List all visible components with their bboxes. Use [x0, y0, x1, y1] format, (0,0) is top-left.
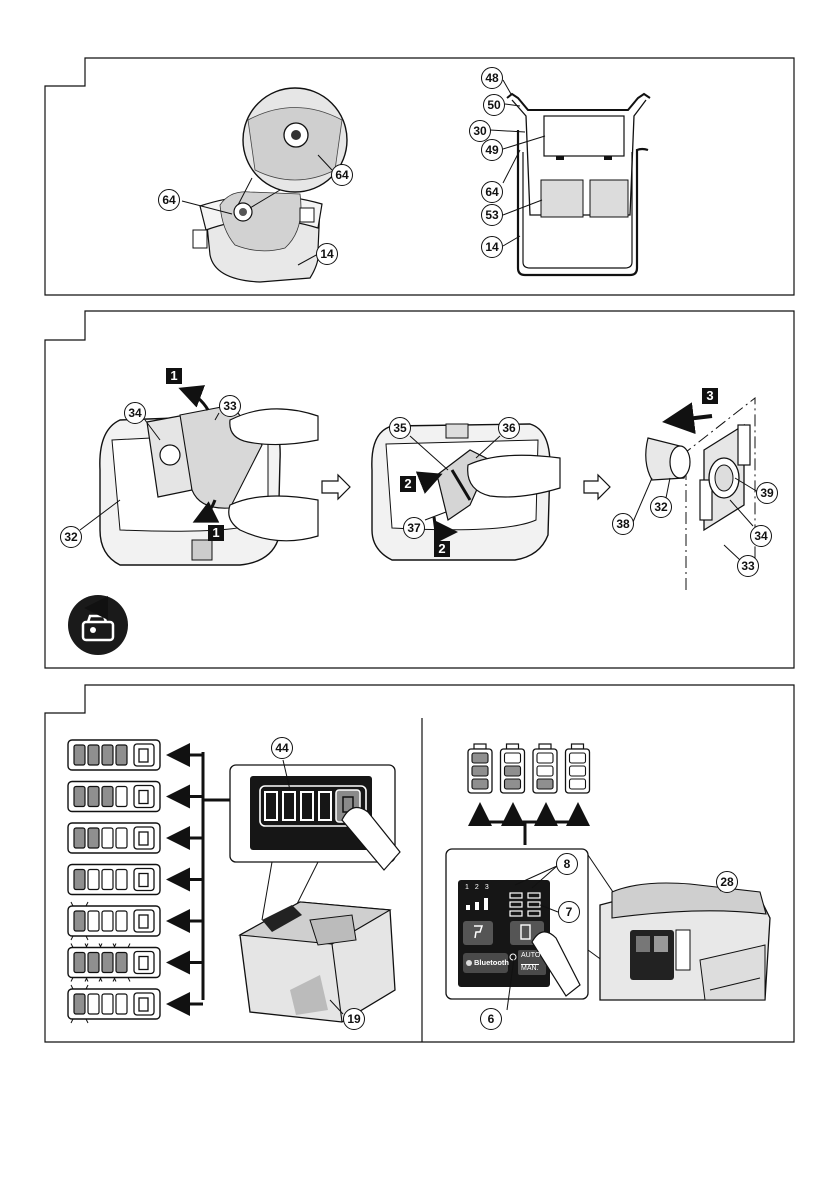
step-1-bottom: 1	[208, 525, 224, 541]
callout-36: 36	[498, 417, 520, 439]
indicator-segment	[88, 911, 99, 931]
cross-section-diagram	[490, 80, 650, 275]
suction-level-battery	[566, 744, 590, 793]
step-2-top: 2	[400, 476, 416, 492]
callout-53: 53	[481, 204, 503, 226]
indicator-segment	[116, 787, 127, 807]
indicator-segment	[102, 911, 113, 931]
vacuum-unit-illustration	[600, 880, 770, 1000]
suction-level-numbers: 123	[465, 884, 495, 891]
callout-49: 49	[481, 139, 503, 161]
indicator-segment	[88, 953, 99, 973]
callout-32-left: 32	[60, 526, 82, 548]
callout-38: 38	[612, 513, 634, 535]
indicator-segment	[116, 870, 127, 890]
indicator-segment	[116, 745, 127, 765]
indicator-segment	[102, 828, 113, 848]
step-3: 3	[702, 388, 718, 404]
indicator-row	[68, 740, 160, 770]
step-1-top: 1	[166, 368, 182, 384]
callout-32-right: 32	[650, 496, 672, 518]
indicator-segment	[116, 994, 127, 1014]
suction-level-battery	[533, 744, 557, 793]
battery-symbol	[134, 869, 154, 891]
level-1-label: 1	[465, 884, 475, 891]
indicator-segment	[116, 828, 127, 848]
man-label: MAN.	[521, 964, 539, 972]
indicator-segment	[74, 870, 85, 890]
indicator-row	[68, 944, 160, 982]
auto-label: AUTO	[521, 952, 540, 959]
callout-7: 7	[558, 901, 580, 923]
callout-39: 39	[756, 482, 778, 504]
callout-34-left: 34	[124, 402, 146, 424]
callout-34-right: 34	[750, 525, 772, 547]
callout-19: 19	[343, 1008, 365, 1030]
battery-symbol	[134, 744, 154, 766]
indicator-arrows	[172, 755, 203, 1004]
level-3-label: 3	[485, 884, 495, 891]
callout-37: 37	[403, 517, 425, 539]
callout-48: 48	[481, 67, 503, 89]
right-arrow-1	[322, 475, 350, 499]
indicator-segment	[116, 911, 127, 931]
indicator-segment	[74, 828, 85, 848]
indicator-segment	[74, 745, 85, 765]
indicator-segment	[74, 787, 85, 807]
indicator-row	[68, 782, 160, 812]
bluetooth-label: Bluetooth	[474, 958, 509, 967]
panel-frame-top	[45, 58, 794, 295]
callout-33-left: 33	[219, 395, 241, 417]
suction-level-battery	[468, 744, 492, 793]
indicator-segment	[88, 870, 99, 890]
battery-display-zoom	[230, 760, 400, 920]
callout-8: 8	[556, 853, 578, 875]
indicator-row	[68, 865, 160, 895]
bag-removal-left-illustration	[80, 390, 318, 565]
battery-symbol	[134, 993, 154, 1015]
battery-symbol	[134, 827, 154, 849]
indicator-row	[68, 985, 160, 1023]
callout-bag-filter-left: 64	[158, 189, 180, 211]
indicator-segment	[116, 953, 127, 973]
battery-symbol	[134, 786, 154, 808]
indicator-row	[68, 823, 160, 853]
callout-50: 50	[483, 94, 505, 116]
suction-level-battery	[501, 744, 525, 793]
indicator-segment	[88, 745, 99, 765]
indicator-row	[68, 902, 160, 940]
callout-35: 35	[389, 417, 411, 439]
indicator-segment	[102, 787, 113, 807]
indicator-segment	[74, 911, 85, 931]
battery-symbol	[134, 952, 154, 974]
indicator-segment	[74, 953, 85, 973]
callout-container: 14	[316, 243, 338, 265]
right-arrow-2	[584, 475, 610, 499]
indicator-segment	[88, 828, 99, 848]
battery-symbol	[134, 910, 154, 932]
callout-6: 6	[480, 1008, 502, 1030]
remark-icon	[68, 595, 128, 655]
bag-removal-center-illustration	[372, 424, 560, 560]
indicator-segment	[74, 994, 85, 1014]
callout-28: 28	[716, 871, 738, 893]
level-2-label: 2	[475, 884, 485, 891]
callout-14: 14	[481, 236, 503, 258]
charge-indicator-rows	[68, 740, 160, 1023]
callout-44: 44	[271, 737, 293, 759]
callout-bag-filter-zoom: 64	[331, 164, 353, 186]
indicator-segment	[88, 787, 99, 807]
suction-level-batteries	[468, 744, 590, 793]
indicator-segment	[88, 994, 99, 1014]
callout-64: 64	[481, 181, 503, 203]
indicator-segment	[102, 870, 113, 890]
callout-33-right: 33	[737, 555, 759, 577]
indicator-segment	[102, 994, 113, 1014]
indicator-segment	[102, 953, 113, 973]
step-2-bottom: 2	[434, 541, 450, 557]
mode-arrows	[480, 808, 578, 845]
indicator-segment	[102, 745, 113, 765]
battery-pack-illustration	[240, 902, 395, 1022]
